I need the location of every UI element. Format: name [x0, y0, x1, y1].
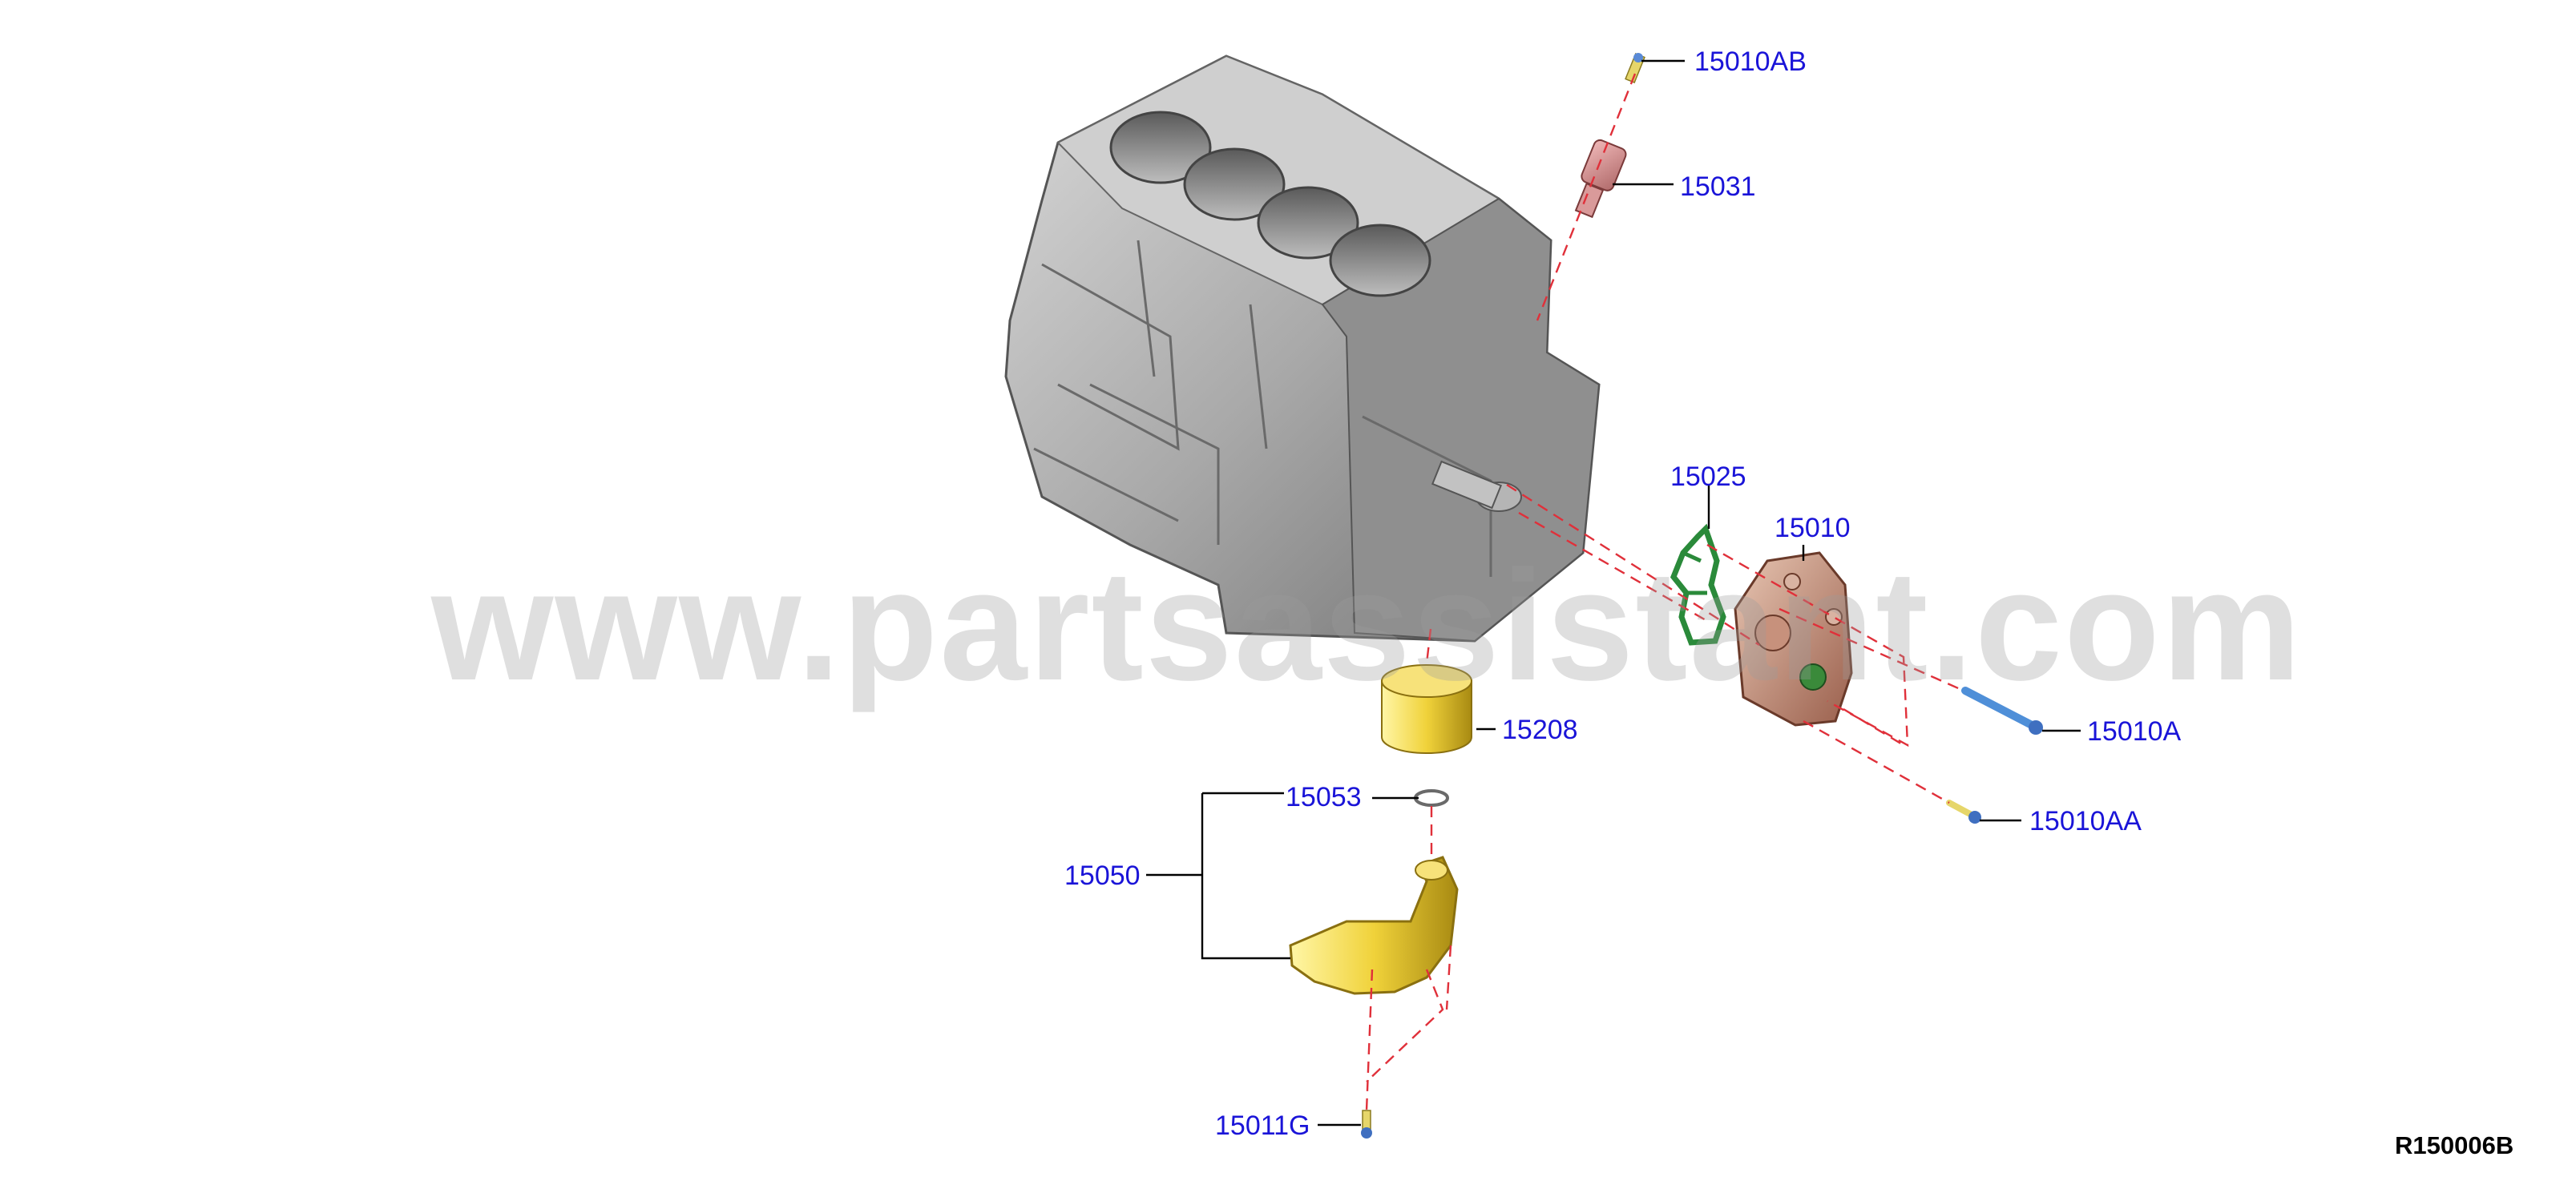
- bolt-15010AA-illustration: [1946, 800, 1981, 824]
- callout-15011G[interactable]: 15011G: [1215, 1110, 1310, 1141]
- diagram-reference-code: R150006B: [2395, 1131, 2513, 1159]
- callout-15208[interactable]: 15208: [1502, 715, 1578, 745]
- oil-pump-illustration: [1734, 551, 1853, 727]
- gasket-illustration: [1670, 523, 1726, 646]
- callout-15010AA[interactable]: 15010AA: [2029, 806, 2142, 836]
- assembly-lines: [1365, 73, 1964, 1111]
- bolt-15010AB-illustration: [1625, 53, 1645, 83]
- callout-15050[interactable]: 15050: [1064, 861, 1141, 891]
- callout-15025[interactable]: 15025: [1670, 461, 1746, 492]
- callout-15053[interactable]: 15053: [1286, 782, 1362, 812]
- leader-lines: [1146, 59, 2081, 1127]
- watermark-text: www.partsassistant.com: [430, 538, 2303, 713]
- oil-filter-illustration: [1381, 664, 1472, 754]
- oil-pickup-illustration: [1289, 856, 1459, 995]
- callout-15010AB[interactable]: 15010AB: [1694, 46, 1807, 77]
- callout-15010[interactable]: 15010: [1775, 513, 1851, 543]
- callout-15010A[interactable]: 15010A: [2087, 716, 2182, 747]
- o-ring-illustration: [1414, 789, 1449, 807]
- bolt-15011G-illustration: [1361, 1110, 1372, 1139]
- callout-15031[interactable]: 15031: [1680, 171, 1756, 202]
- oil-pressure-sensor-illustration: [1574, 139, 1627, 219]
- bolt-15010A-illustration: [1961, 687, 2043, 735]
- engine-block-illustration: [1004, 54, 1601, 643]
